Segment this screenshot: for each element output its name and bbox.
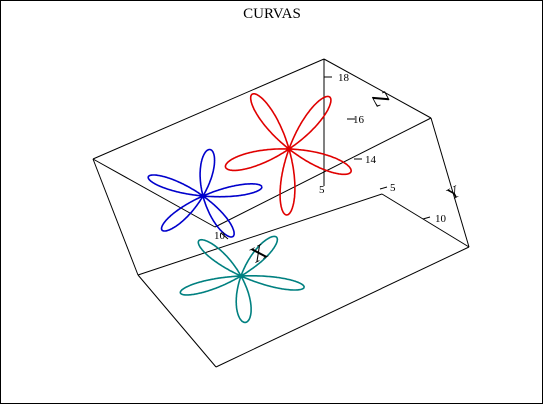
chart-title: CURVAS — [243, 6, 301, 22]
box-edge — [137, 274, 217, 368]
box-edge — [92, 58, 325, 160]
series-2-curve — [179, 235, 306, 324]
x-tick-label-10: 10 — [214, 230, 226, 242]
extra-tick-label-5: 5 — [319, 184, 325, 196]
z-tick-label-16: 16 — [353, 114, 365, 126]
box-edge — [92, 158, 216, 228]
x-tick — [220, 232, 229, 240]
z-axis-label: Z — [367, 87, 395, 111]
y-tick — [379, 186, 388, 190]
tick-marks — [220, 76, 431, 240]
box-edge — [381, 193, 470, 248]
z-tick-label-14: 14 — [365, 154, 377, 166]
box-edge — [323, 58, 432, 119]
box-edge — [215, 246, 470, 368]
y-tick-label-5: 5 — [390, 182, 396, 194]
x-axis-label: X — [246, 238, 272, 268]
series-1-curve — [224, 93, 353, 216]
z-tick-label-18: 18 — [338, 72, 350, 84]
box-edge — [92, 158, 139, 276]
box-edge — [430, 117, 470, 248]
y-axis-label: Y — [444, 182, 464, 205]
y-tick — [422, 216, 431, 220]
box-edge — [137, 193, 383, 276]
bounding-box — [92, 58, 470, 368]
box-edge — [214, 117, 432, 228]
y-tick-label-10: 10 — [435, 213, 447, 225]
series-0-curve — [147, 148, 263, 238]
series-group — [147, 93, 353, 324]
